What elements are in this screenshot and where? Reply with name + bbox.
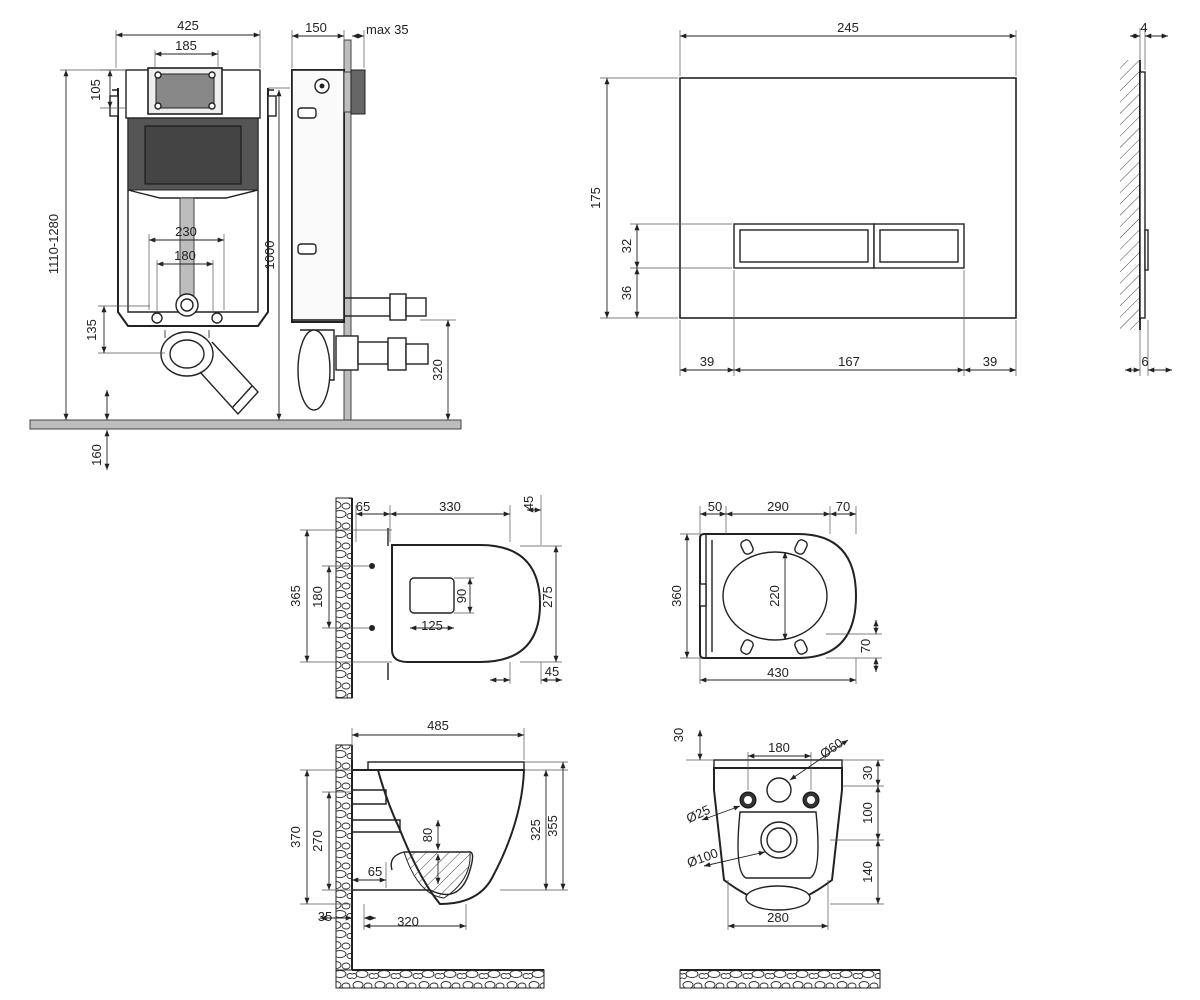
dim-plate-width: 245 xyxy=(837,20,859,35)
bowl-back-view: 30 180 Ø60 30 Ø25 100 Ø100 140 280 xyxy=(671,728,884,989)
dim-bb-140: 140 xyxy=(860,861,875,883)
dim-button-height: 32 xyxy=(619,239,634,253)
dim-bb-60: Ø60 xyxy=(817,735,846,761)
dim-bs-325: 325 xyxy=(528,819,543,841)
dim-inner-width: 185 xyxy=(175,38,197,53)
dim-bb-100-right: 100 xyxy=(860,802,875,824)
dim-bt-275: 275 xyxy=(540,586,555,608)
bowl-top-view: 65 330 45 365 180 90 125 275 45 xyxy=(288,495,562,699)
dim-bt-180: 180 xyxy=(310,586,325,608)
dim-bb-100-dia: Ø100 xyxy=(685,845,720,870)
dim-plate-height: 175 xyxy=(588,187,603,209)
dim-height-range: 1110-1280 xyxy=(46,214,61,274)
dim-frame-height: 1000 xyxy=(262,241,277,270)
seat-top-view: 50 290 70 360 220 70 430 xyxy=(669,499,882,684)
seat-outline xyxy=(699,533,858,659)
dim-bt-365: 365 xyxy=(288,585,303,607)
seat-lid-back xyxy=(713,759,843,769)
floor-stones-back xyxy=(679,969,881,989)
floor-slab xyxy=(29,419,462,430)
dim-depth-bottom: 6 xyxy=(1141,354,1148,369)
dim-bs-485: 485 xyxy=(427,718,449,733)
dim-inlet-height: 320 xyxy=(430,359,445,381)
seat-opening xyxy=(722,551,828,641)
dim-st-50: 50 xyxy=(708,499,722,514)
button-plate-side: 4 6 xyxy=(1120,20,1172,376)
dim-st-220: 220 xyxy=(767,585,782,607)
dim-bs-355: 355 xyxy=(545,815,560,837)
dim-bs-270: 270 xyxy=(310,830,325,852)
dim-st-70-top: 70 xyxy=(836,499,850,514)
dim-bs-65: 65 xyxy=(368,864,382,879)
plate-outline xyxy=(679,77,1017,319)
wall-hatch xyxy=(1120,60,1140,330)
dim-st-430: 430 xyxy=(767,665,789,680)
dim-bs-370: 370 xyxy=(288,826,303,848)
frame-outline xyxy=(117,88,269,327)
flush-inlet-circle xyxy=(766,777,792,803)
dim-bt-330: 330 xyxy=(439,499,461,514)
side-outlet-elbow xyxy=(297,329,331,411)
dim-axle-spacing: 230 xyxy=(175,224,197,239)
dim-bb-180: 180 xyxy=(768,740,790,755)
dim-floor-offset: 160 xyxy=(89,444,104,466)
dim-side-max-depth: max 35 xyxy=(366,22,409,37)
seat-lid-side xyxy=(367,761,525,771)
dim-bb-30-right: 30 xyxy=(860,766,875,780)
floor-stones-side xyxy=(335,969,545,989)
dim-buttons-width: 167 xyxy=(838,354,860,369)
dim-bt-45-top: 45 xyxy=(521,496,536,510)
bowl-side-view: 485 370 270 80 325 355 65 35 320 xyxy=(288,718,568,989)
frame-front-view: 425 185 105 1110-1280 1000 230 180 135 1… xyxy=(29,18,462,470)
dim-depth-top: 4 xyxy=(1140,20,1147,35)
dim-bottom-offset: 36 xyxy=(619,286,634,300)
dim-bs-320: 320 xyxy=(397,914,419,929)
dim-bs-35: 35 xyxy=(318,909,332,924)
dim-side-left: 39 xyxy=(700,354,714,369)
dim-side-right: 39 xyxy=(983,354,997,369)
dim-bt-125: 125 xyxy=(421,618,443,633)
dim-bb-25: Ø25 xyxy=(684,802,713,826)
bowl-opening xyxy=(409,577,455,614)
frame-side-view: 150 max 35 320 xyxy=(291,20,456,421)
dim-st-290: 290 xyxy=(767,499,789,514)
dim-st-360: 360 xyxy=(669,585,684,607)
wall-stones-side xyxy=(335,744,353,981)
dim-outlet-height: 135 xyxy=(84,319,99,341)
dim-frame-width: 425 xyxy=(177,18,199,33)
wall-stones-top xyxy=(335,497,353,699)
dim-bb-280: 280 xyxy=(767,910,789,925)
plate-side-profile xyxy=(1139,71,1146,319)
dim-bs-80: 80 xyxy=(420,828,435,842)
bowl-side-outline xyxy=(352,769,526,906)
dim-bb-30-top: 30 xyxy=(671,728,686,742)
dim-bt-65: 65 xyxy=(356,499,370,514)
dim-top-offset: 105 xyxy=(88,79,103,101)
bowl-outline xyxy=(391,544,542,663)
dim-st-70-right: 70 xyxy=(858,639,873,653)
dim-side-depth: 150 xyxy=(305,20,327,35)
dim-bt-45-bottom: 45 xyxy=(545,664,559,679)
flush-pipe xyxy=(179,197,195,297)
dim-inlet-spacing: 180 xyxy=(174,248,196,263)
dim-bt-90: 90 xyxy=(454,589,469,603)
button-plate-front: 245 175 32 36 39 167 39 xyxy=(588,20,1017,376)
